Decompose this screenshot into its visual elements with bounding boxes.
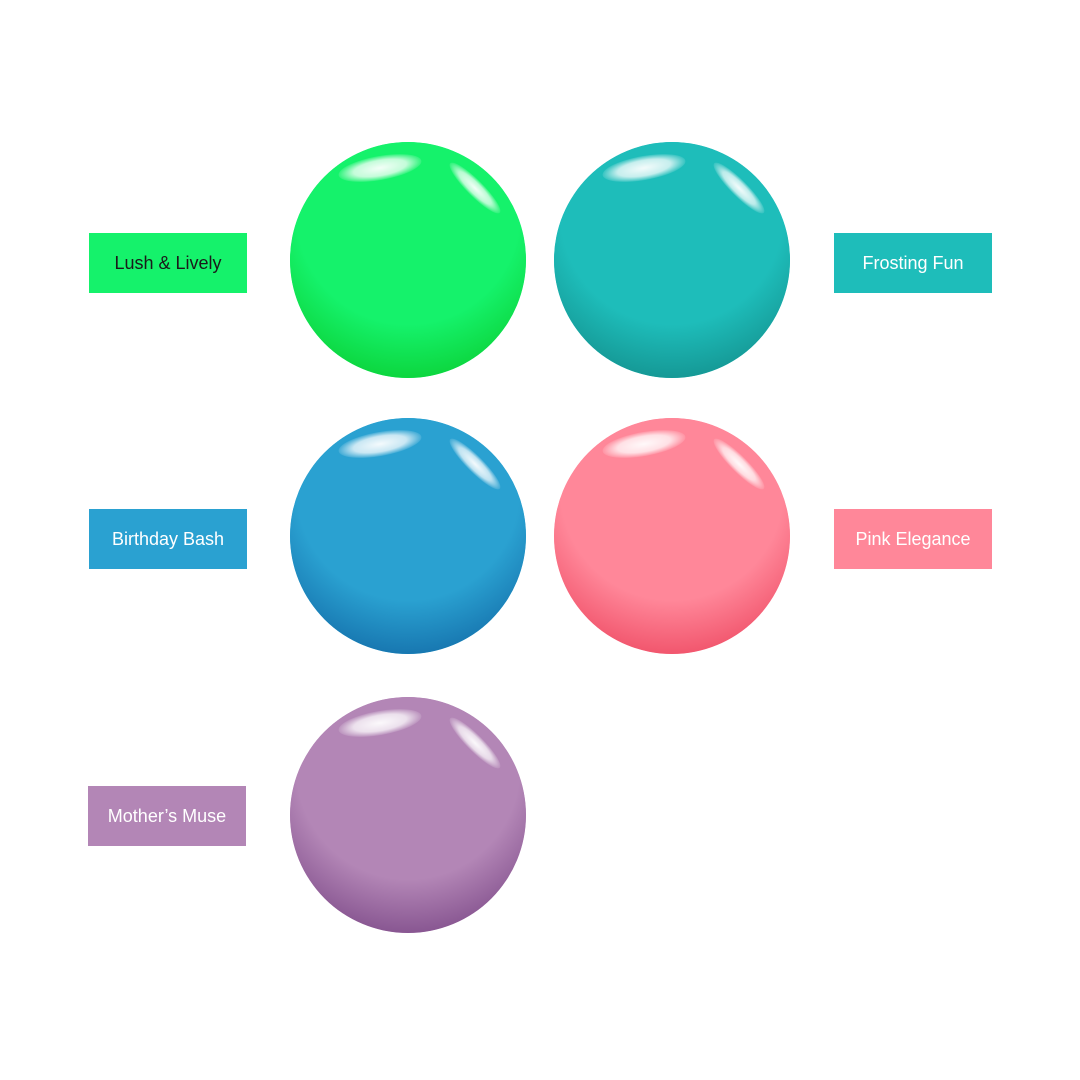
swatch-ball-mothers-muse [290, 697, 526, 933]
swatch-label-lush-lively: Lush & Lively [89, 233, 247, 293]
swatch-ball-frosting-fun [554, 142, 790, 378]
swatch-label-pink-elegance: Pink Elegance [834, 509, 992, 569]
ball-shade [554, 418, 790, 654]
swatch-label-frosting-fun: Frosting Fun [834, 233, 992, 293]
swatch-ball-lush-lively [290, 142, 526, 378]
swatch-ball-pink-elegance [554, 418, 790, 654]
swatch-ball-birthday-bash [290, 418, 526, 654]
swatch-label-mothers-muse: Mother’s Muse [88, 786, 246, 846]
ball-shade [290, 697, 526, 933]
ball-shade [554, 142, 790, 378]
ball-shade [290, 142, 526, 378]
ball-shade [290, 418, 526, 654]
swatch-label-birthday-bash: Birthday Bash [89, 509, 247, 569]
